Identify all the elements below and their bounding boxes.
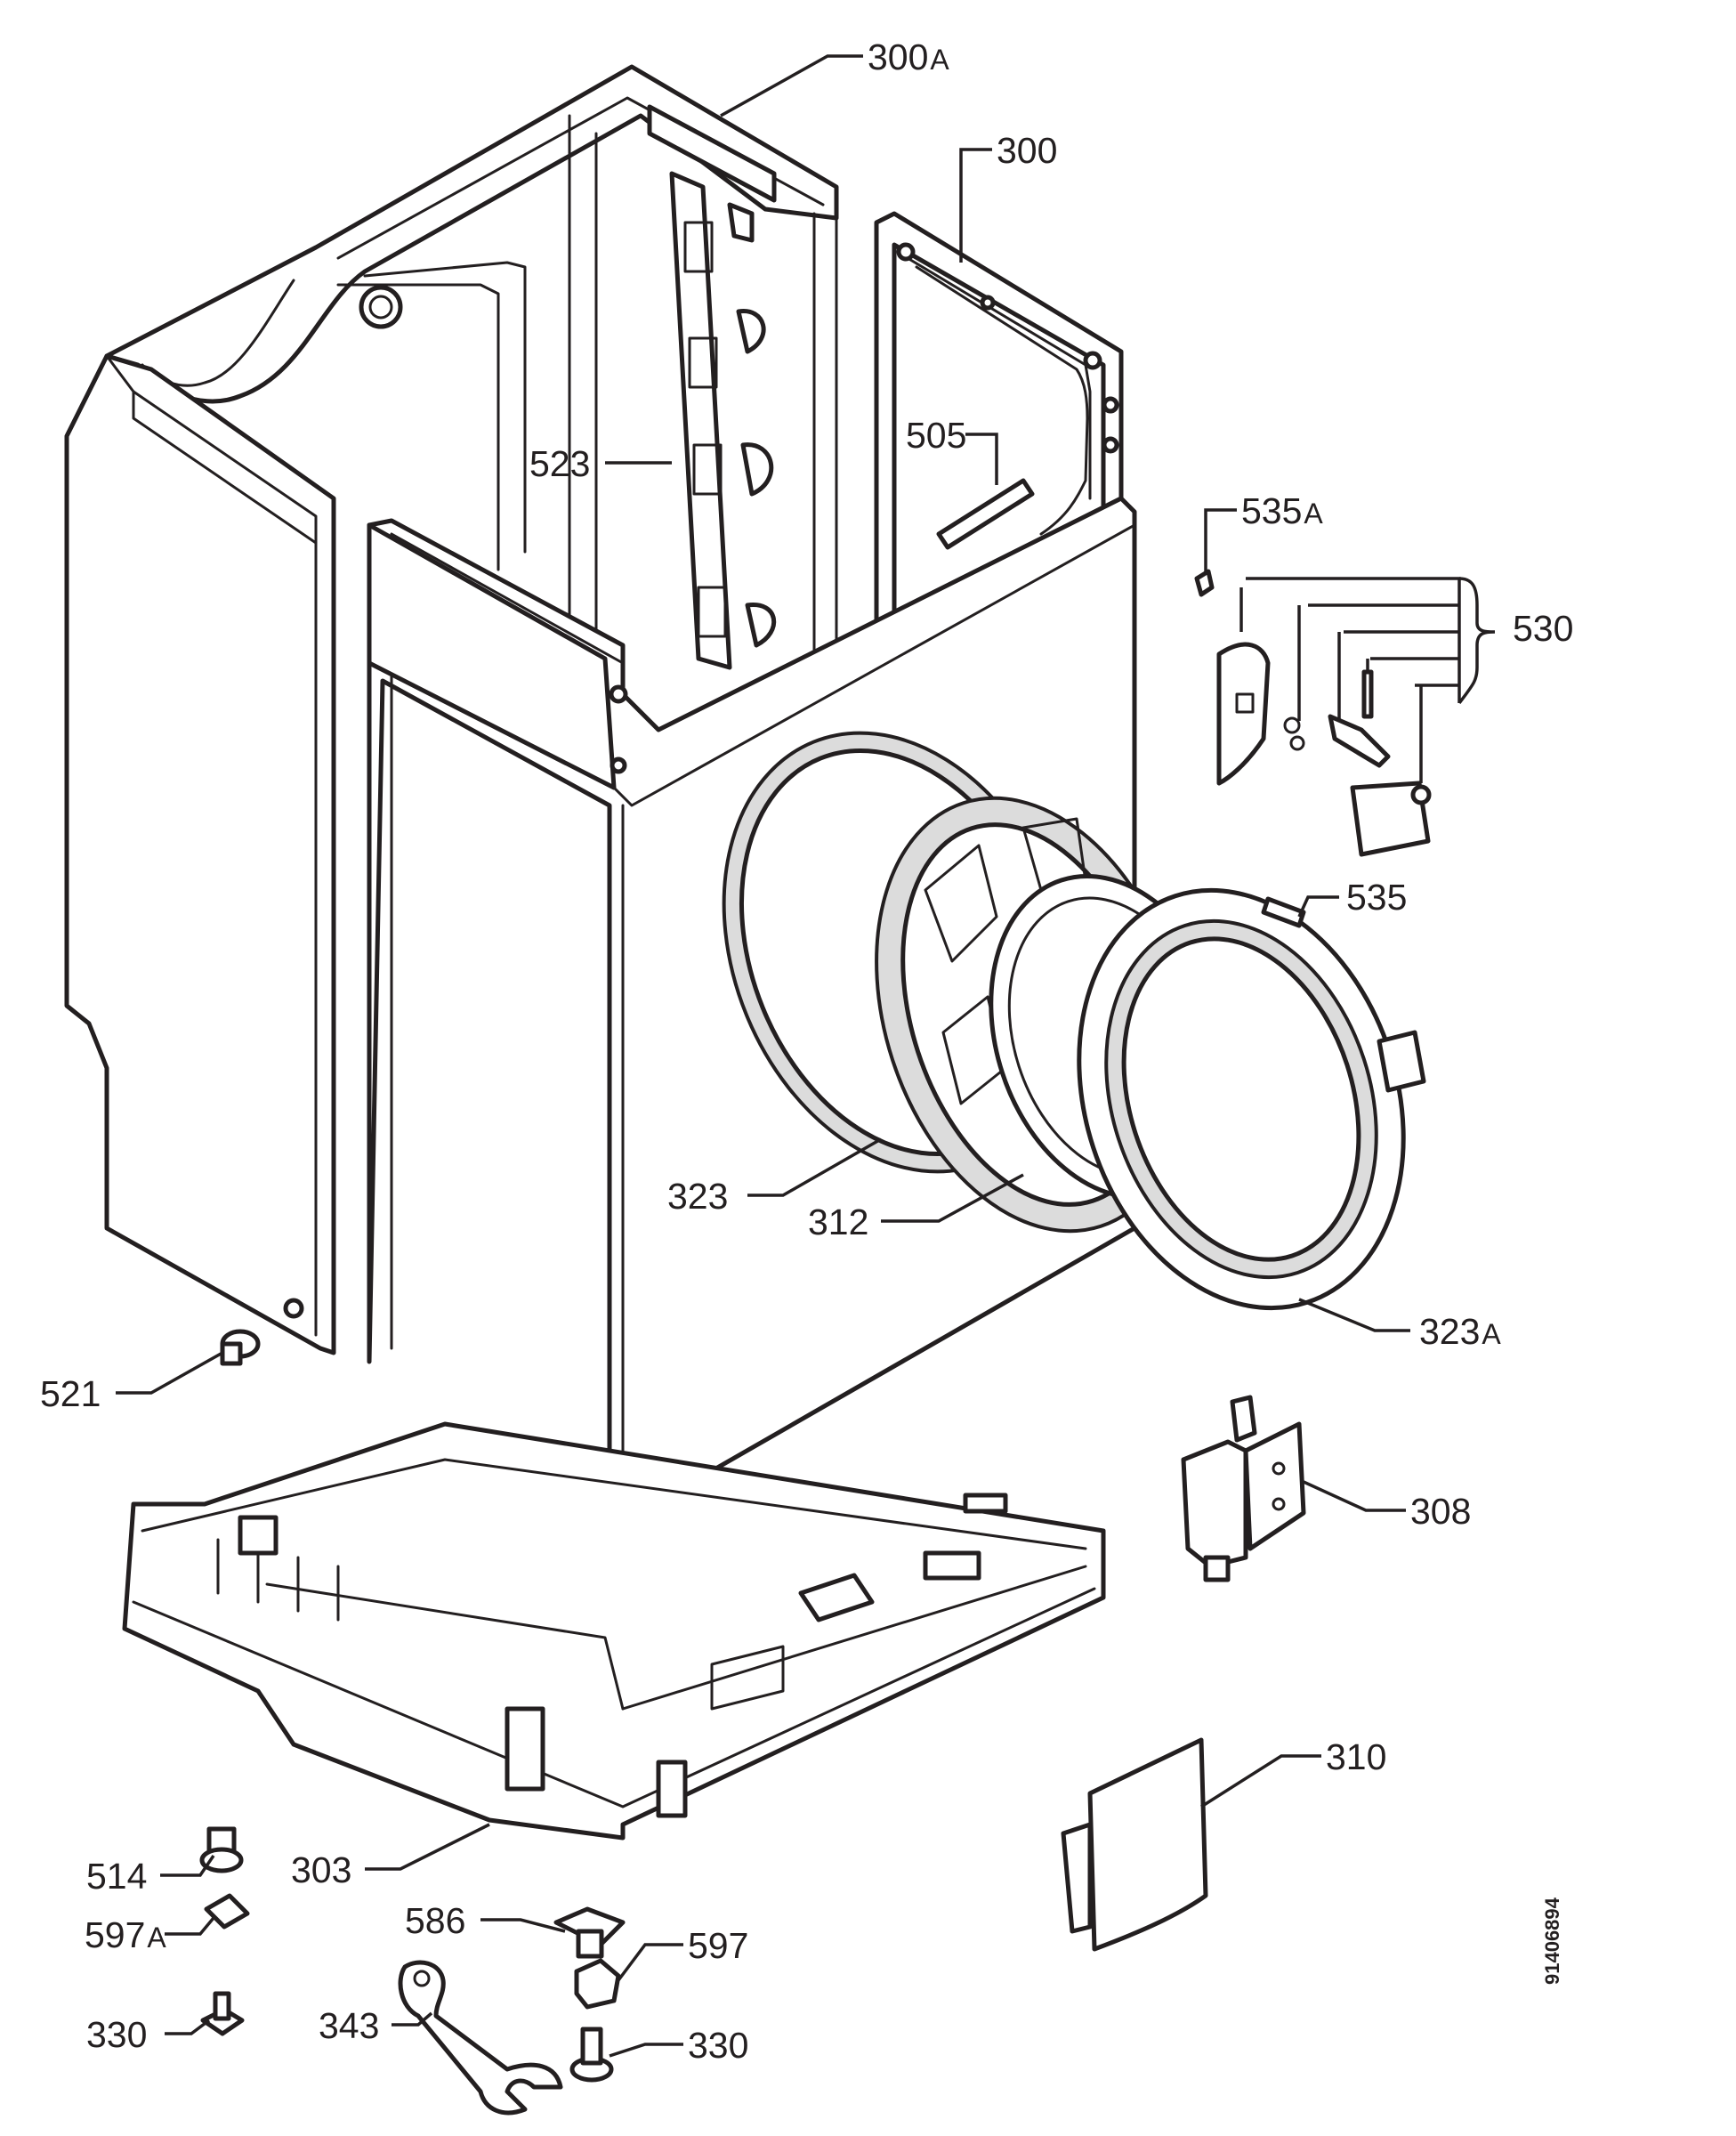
door-handle-assembly-530 xyxy=(1194,569,1432,928)
part-label-300a: 300A xyxy=(868,36,949,77)
part-label-523: 523 xyxy=(529,443,590,484)
base-frame-303 xyxy=(122,1421,1106,1841)
part-label-597a: 597A xyxy=(85,1914,166,1955)
part-label-597: 597 xyxy=(688,1925,748,1966)
nut-597a xyxy=(204,1893,250,1930)
door-hinge-308 xyxy=(1181,1395,1306,1582)
screw-521 xyxy=(220,1329,261,1366)
part-label-521: 521 xyxy=(40,1373,101,1414)
document-number: 91406894 xyxy=(1541,1897,1563,1985)
part-label-300: 300 xyxy=(997,130,1057,171)
part-label-330-left: 330 xyxy=(86,2014,147,2055)
cabinet-side-panel-left xyxy=(64,353,336,1355)
part-number-labels: 300A 300 505 523 535A 530 535 323 312 323A 521 308 3… xyxy=(40,36,1573,2066)
door-frame-323a xyxy=(1077,887,1426,1311)
part-label-343: 343 xyxy=(319,2005,379,2046)
part-label-505: 505 xyxy=(906,415,966,456)
screw-330-left xyxy=(200,1991,245,2036)
leader-lines xyxy=(116,54,1496,2058)
adjustable-foot-586 xyxy=(553,1906,626,1959)
screw-330-right xyxy=(569,2027,614,2083)
cable-holder-523 xyxy=(669,171,777,670)
part-label-312: 312 xyxy=(808,1202,868,1242)
part-label-586: 586 xyxy=(405,1900,465,1941)
part-label-535a: 535A xyxy=(1241,490,1323,531)
nut-597 xyxy=(574,1958,621,2010)
part-label-535: 535 xyxy=(1346,877,1407,918)
service-flap-310 xyxy=(1061,1737,1208,1952)
part-label-330-right: 330 xyxy=(688,2025,748,2066)
part-label-310: 310 xyxy=(1326,1736,1386,1777)
part-label-323: 323 xyxy=(667,1176,728,1217)
part-label-308: 308 xyxy=(1410,1491,1471,1532)
part-label-514: 514 xyxy=(86,1856,147,1897)
pin-505 xyxy=(936,478,1035,550)
spanner-343 xyxy=(398,1960,563,2116)
part-label-303: 303 xyxy=(291,1849,351,1890)
foot-514 xyxy=(199,1826,244,1873)
part-label-530: 530 xyxy=(1513,608,1573,649)
part-label-323a: 323A xyxy=(1419,1311,1501,1352)
